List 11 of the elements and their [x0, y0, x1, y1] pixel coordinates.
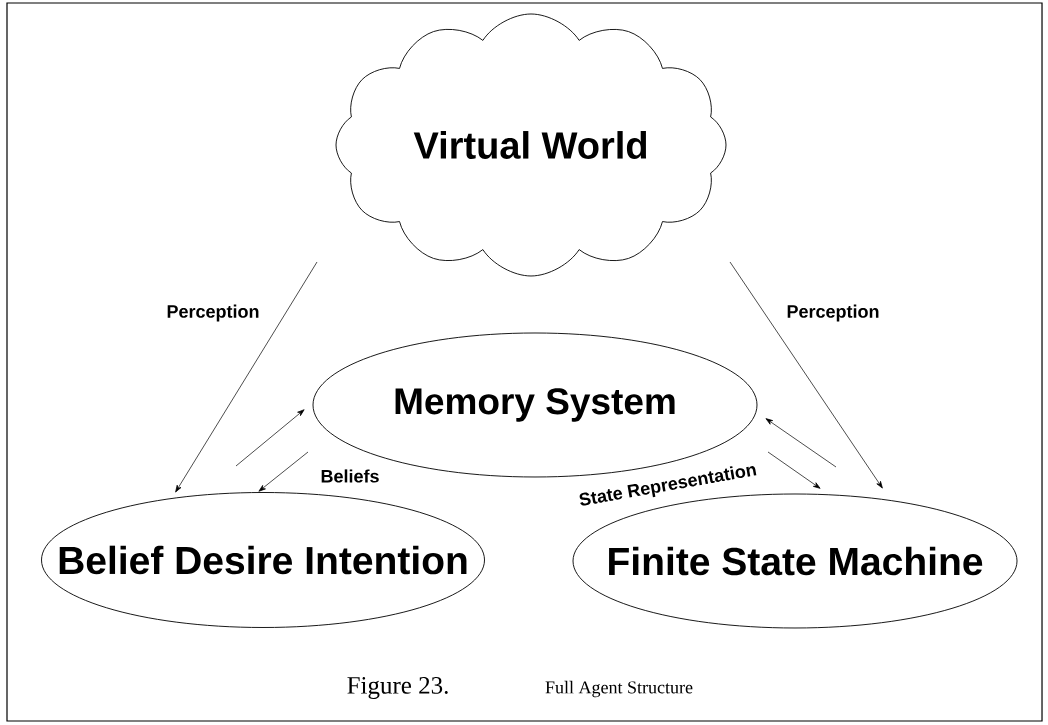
arrow [765, 418, 837, 468]
arrow [729, 261, 883, 489]
edge-label: Beliefs [319, 468, 381, 484]
arrow [175, 261, 318, 493]
caption: Figure 23. [347, 677, 448, 699]
edge-label: Perception [785, 303, 881, 323]
arrow [767, 451, 821, 489]
arrow [258, 451, 309, 492]
caption-text: Full Agent Structure [545, 680, 693, 698]
arrow [235, 409, 305, 467]
edge-label: Perception [165, 303, 261, 323]
